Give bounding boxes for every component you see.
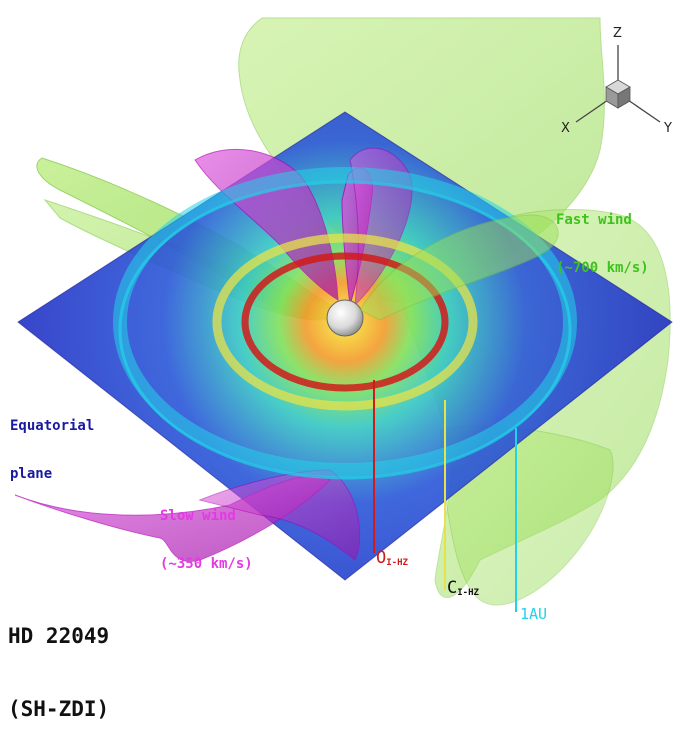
star-name: HD 22049 bbox=[8, 624, 110, 649]
slow-wind-title: Slow wind bbox=[160, 508, 236, 525]
z-axis-label: Z bbox=[613, 26, 622, 41]
star-method: (SH-ZDI) bbox=[8, 696, 110, 721]
equatorial-plane-label: Equatorial plane bbox=[10, 386, 94, 499]
equatorial-line1: Equatorial bbox=[10, 418, 95, 435]
conservative-hz-sub: I-HZ bbox=[457, 588, 479, 598]
x-axis-line bbox=[575, 99, 609, 123]
ring-conservative-hz bbox=[212, 233, 478, 411]
orbit-rings bbox=[113, 167, 577, 480]
y-axis-line bbox=[627, 99, 661, 123]
wind-model-scene bbox=[14, 17, 673, 612]
au-label: 1AU bbox=[520, 605, 548, 623]
outer-hz-main: O bbox=[376, 548, 387, 568]
outer-hz-sub: I-HZ bbox=[386, 558, 408, 568]
star-name-label: HD 22049 (SH-ZDI) bbox=[8, 576, 109, 745]
ring-1au-edge bbox=[118, 180, 572, 480]
zone-leaders bbox=[373, 380, 517, 612]
slow-wind-tail-lower bbox=[198, 469, 361, 561]
star-sphere bbox=[326, 299, 364, 337]
equatorial-line2: plane bbox=[10, 466, 53, 483]
fast-wind-title: Fast wind bbox=[556, 212, 632, 229]
slow-wind-label: Slow wind (~350 km/s) bbox=[160, 476, 253, 589]
axis-cube-right bbox=[617, 86, 631, 109]
conservative-hz-label: CI-HZ bbox=[447, 578, 479, 598]
axis-triad bbox=[575, 45, 661, 123]
fast-wind-label: Fast wind (~700 km/s) bbox=[556, 180, 649, 293]
fast-wind-front bbox=[359, 214, 559, 321]
fast-wind-front-arm bbox=[359, 214, 559, 321]
slow-wind-speed: (~350 km/s) bbox=[160, 556, 253, 573]
ring-outer-hz bbox=[241, 252, 449, 392]
fast-wind-speed: (~700 km/s) bbox=[556, 260, 649, 277]
outer-hz-label: OI-HZ bbox=[376, 548, 408, 568]
y-axis-label: Y bbox=[664, 121, 672, 136]
conservative-hz-main: C bbox=[447, 578, 458, 598]
x-axis-label: X bbox=[561, 121, 570, 136]
